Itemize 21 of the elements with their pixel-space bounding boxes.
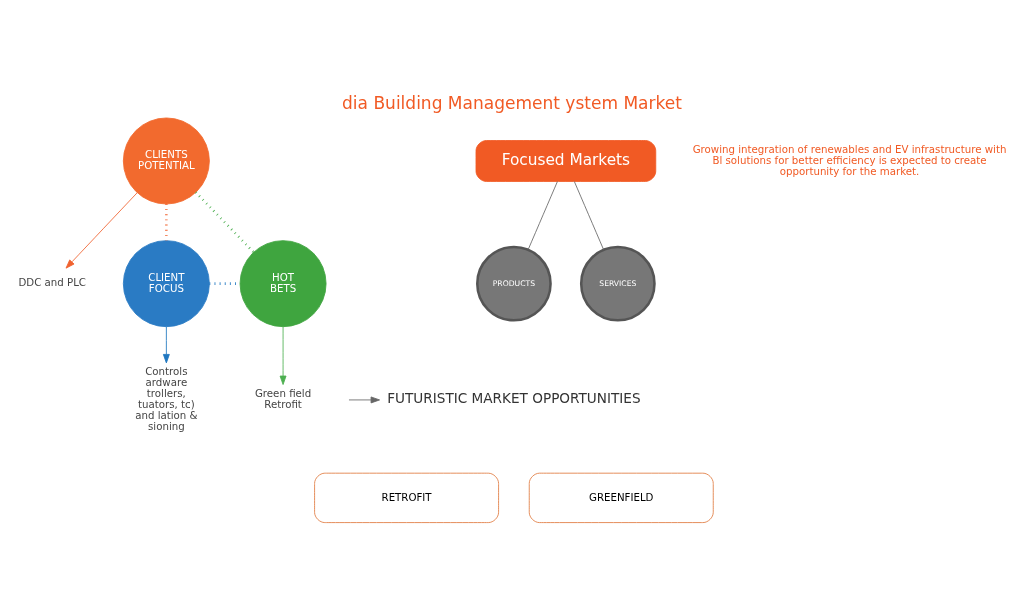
- node-box: RETROFIT: [314, 472, 499, 523]
- diagram-title: dia Building Management ystem Market: [342, 93, 682, 114]
- node-text: Controls ardware trollers, tuators, tc) and lation & sioning: [135, 365, 198, 433]
- connector: [194, 191, 255, 253]
- node-text: DDC and PLC: [18, 277, 87, 289]
- connector: [573, 181, 604, 251]
- node-circle: HOT BETS: [239, 240, 327, 328]
- node-box: GREENFIELD: [528, 472, 714, 523]
- node-text: Green field Retrofit: [254, 388, 312, 411]
- connector: [527, 181, 558, 251]
- arrow: [65, 192, 138, 269]
- arrow: [279, 326, 287, 385]
- node-box: Focused Markets: [475, 140, 657, 182]
- node-circle: CLIENT FOCUS: [122, 240, 210, 328]
- arrow: [348, 396, 380, 404]
- node-text: FUTURISTIC MARKET OPPORTUNITIES: [387, 390, 641, 407]
- node-circle: SERVICES: [579, 245, 656, 322]
- node-circle: PRODUCTS: [476, 245, 552, 322]
- arrow: [162, 326, 170, 364]
- label: Growing integration of renewables and EV infrastructure with Bl solutions for better efficiency is expected to create opportunity for the market.: [692, 143, 1007, 177]
- node-circle: CLIENTS POTENTIAL: [122, 117, 210, 205]
